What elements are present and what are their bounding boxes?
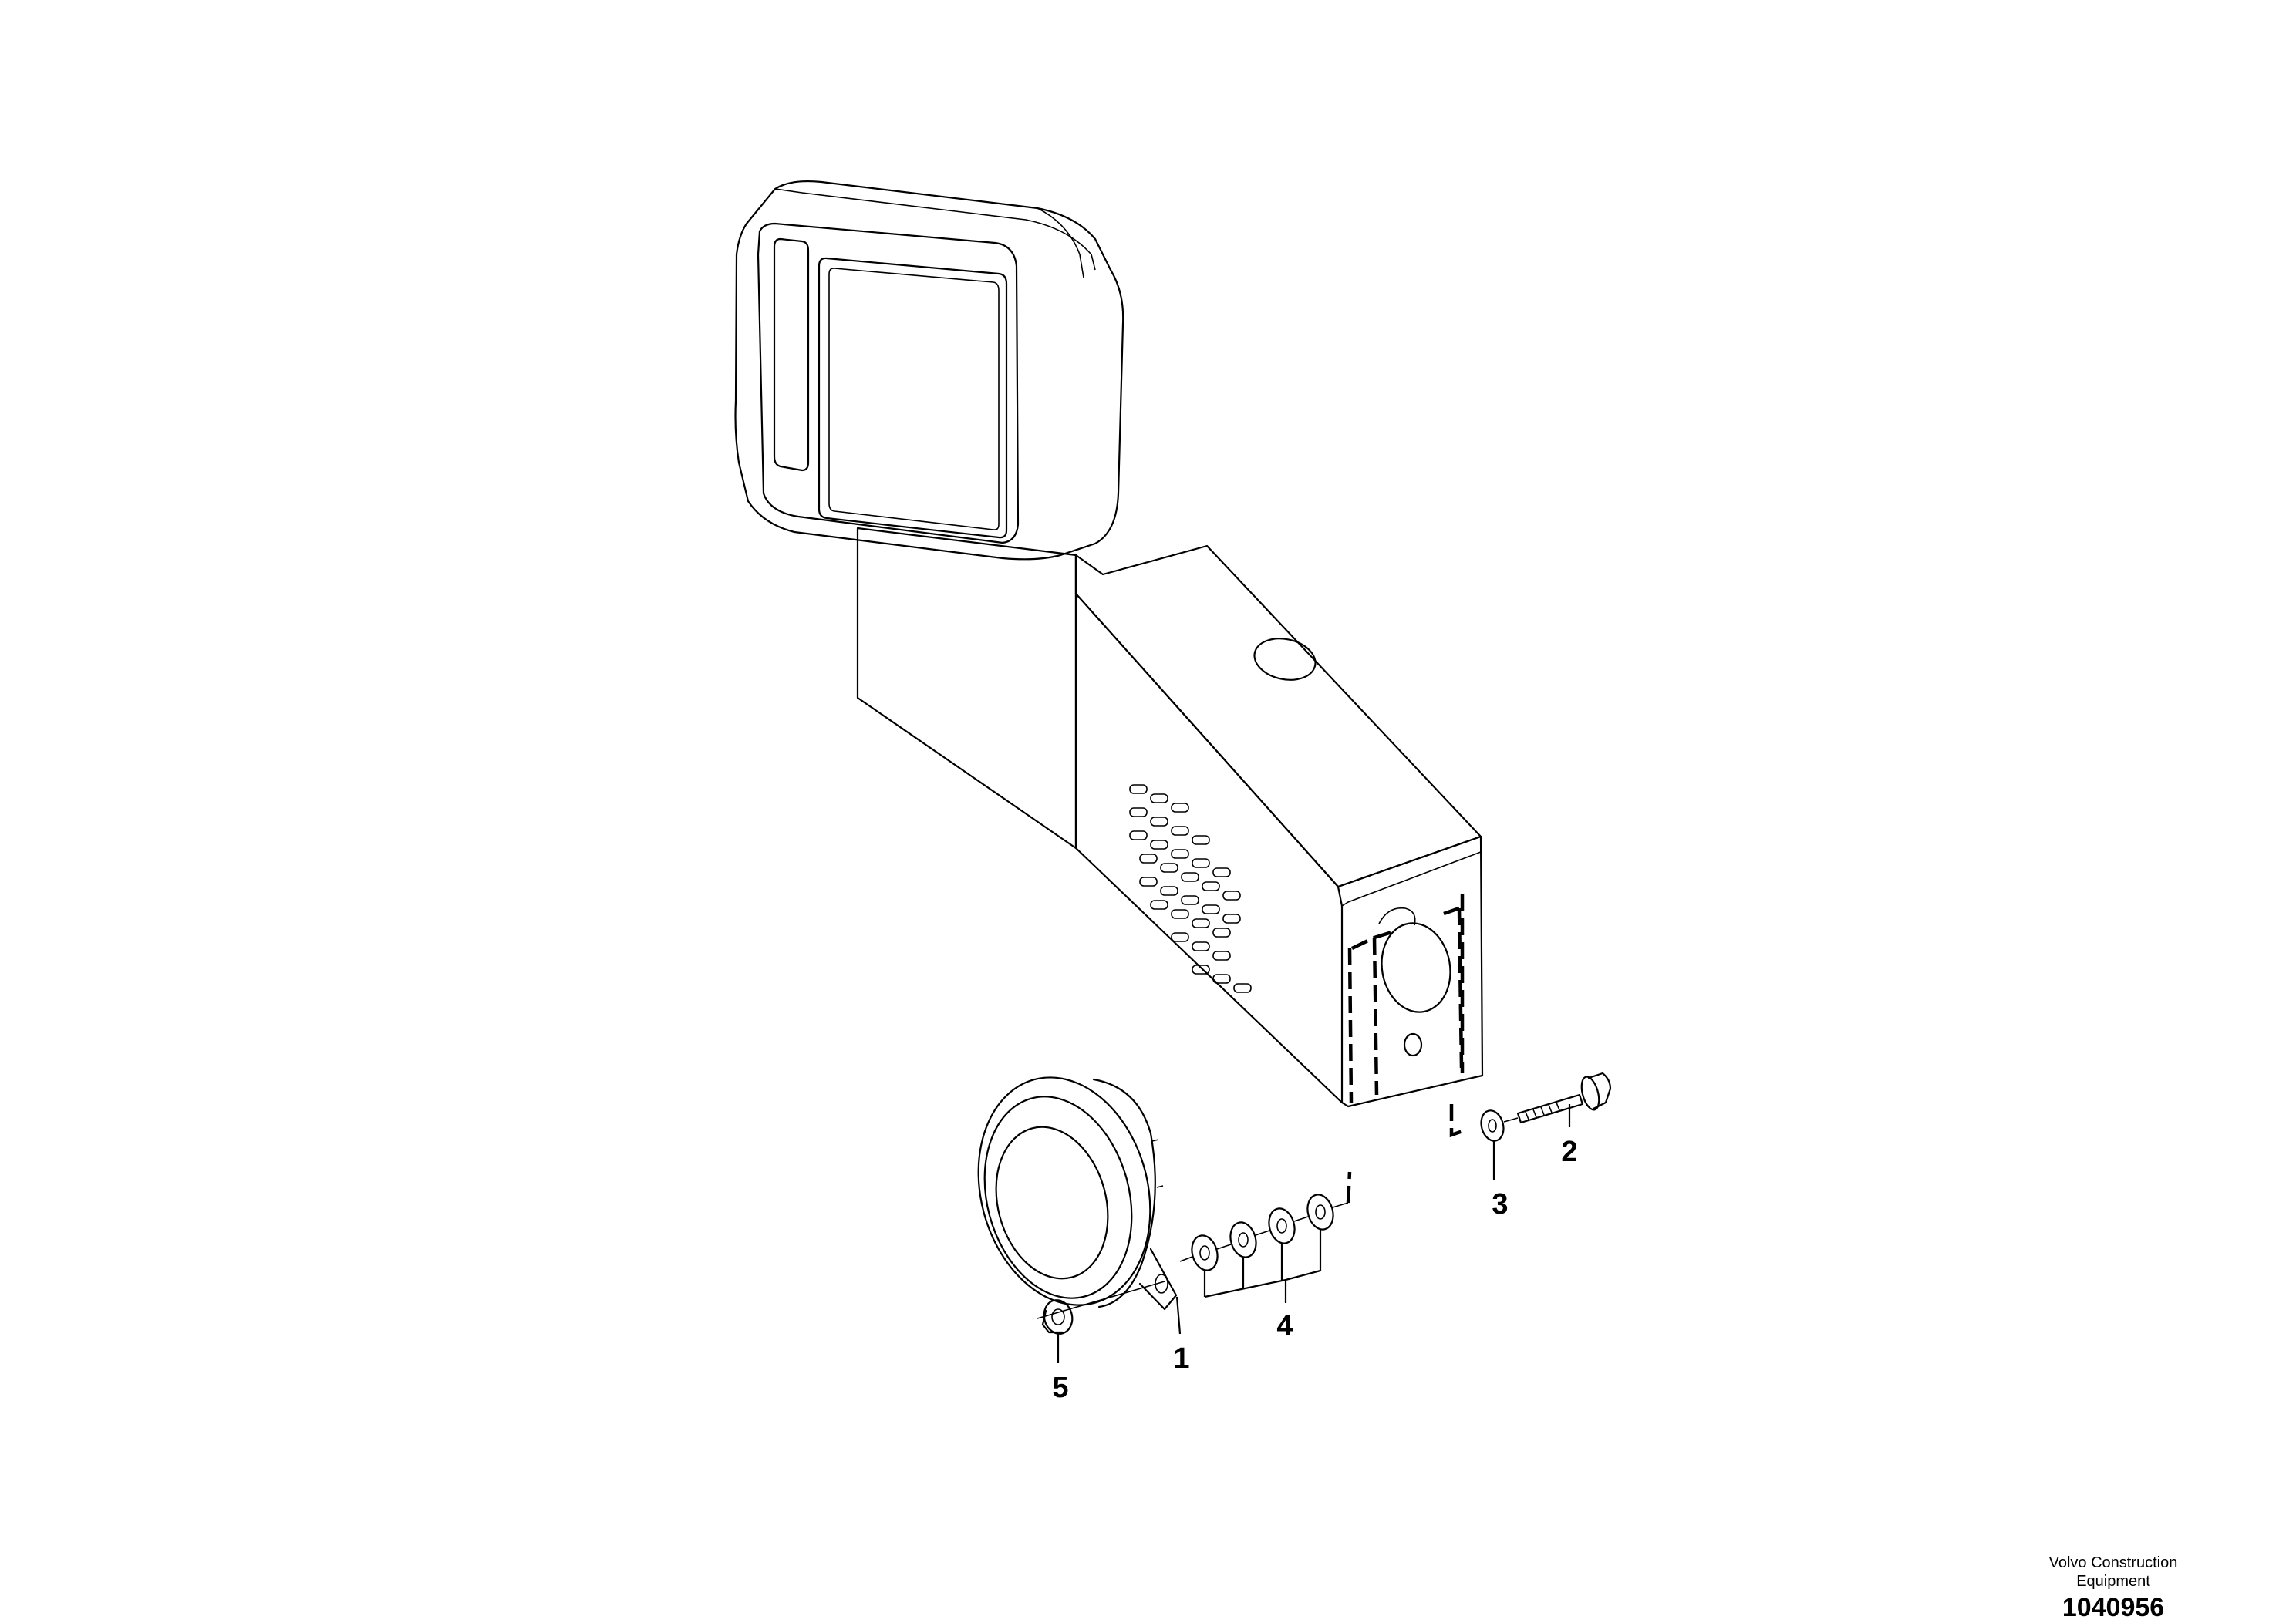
washers	[1179, 1171, 1352, 1271]
screw-and-washer	[1449, 1072, 1612, 1142]
brand-line-1: Volvo Construction	[2048, 1554, 2178, 1571]
callout-5: 5	[1052, 1372, 1068, 1404]
callout-2: 2	[1561, 1136, 1577, 1168]
work-light	[734, 180, 1124, 561]
horn	[977, 1076, 1178, 1311]
callout-1: 1	[1173, 1342, 1189, 1375]
brand-line-2: Equipment	[2076, 1573, 2150, 1590]
mounting-arm	[856, 527, 1484, 1108]
document-number: 1040956	[2062, 1593, 2165, 1622]
callouts: 1 2 3 4 5	[1052, 1136, 1577, 1404]
callout-4: 4	[1276, 1310, 1293, 1342]
nut	[1037, 1281, 1165, 1335]
vent-grille	[1129, 784, 1252, 993]
callout-3: 3	[1492, 1188, 1508, 1221]
leader-lines	[1057, 1104, 1571, 1363]
brand-name: Volvo Construction Equipment	[2005, 1554, 2221, 1591]
